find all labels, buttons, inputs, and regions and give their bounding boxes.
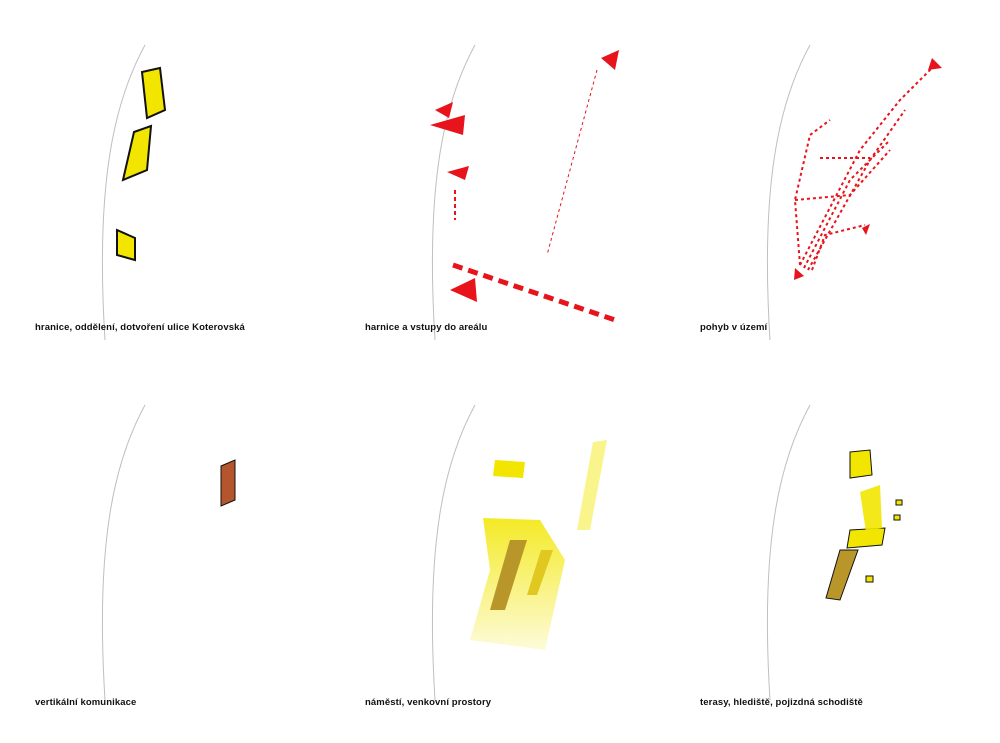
public-space-highlight [470,440,607,650]
site-base-drawing [431,404,476,700]
site-base-drawing [101,404,146,700]
site-axonometric-6 [766,404,903,700]
panel-caption: pohyb v území [700,322,768,333]
site-axonometric-2 [430,44,619,340]
panel-caption: terasy, hlediště, pojizdná schodiště [700,697,863,708]
diagram-panel-terraces: terasy, hlediště, pojizdná schodiště [700,400,1000,730]
diagram-panel-vertical: vertikální komunikace [35,400,335,730]
panel-caption: hranice, oddělení, dotvoření ulice Koter… [35,322,245,333]
panel-caption: náměstí, venkovní prostory [365,697,492,708]
terrace-highlight [825,449,903,601]
diagram-panel-entrances: harnice a vstupy do areálu [365,40,665,370]
site-axonometric-1 [101,44,167,340]
vertical-circulation-highlight [220,459,236,507]
site-axonometric-4 [101,404,236,700]
site-axonometric-5 [431,404,607,700]
diagram-panel-squares: náměstí, venkovní prostory [365,400,665,730]
panel-caption: vertikální komunikace [35,697,137,708]
movement-paths [793,58,942,280]
diagram-panel-boundaries: hranice, oddělení, dotvoření ulice Koter… [35,40,335,370]
panel-caption: harnice a vstupy do areálu [365,322,488,333]
site-base-drawing [766,404,811,700]
site-base-drawing [431,44,476,340]
site-base-drawing [766,44,811,340]
entrance-arrows [430,50,619,323]
diagram-panel-movement: pohyb v území [700,40,1000,370]
street-edge-highlight [116,66,167,262]
site-base-drawing [101,44,146,340]
site-axonometric-3 [766,44,942,340]
